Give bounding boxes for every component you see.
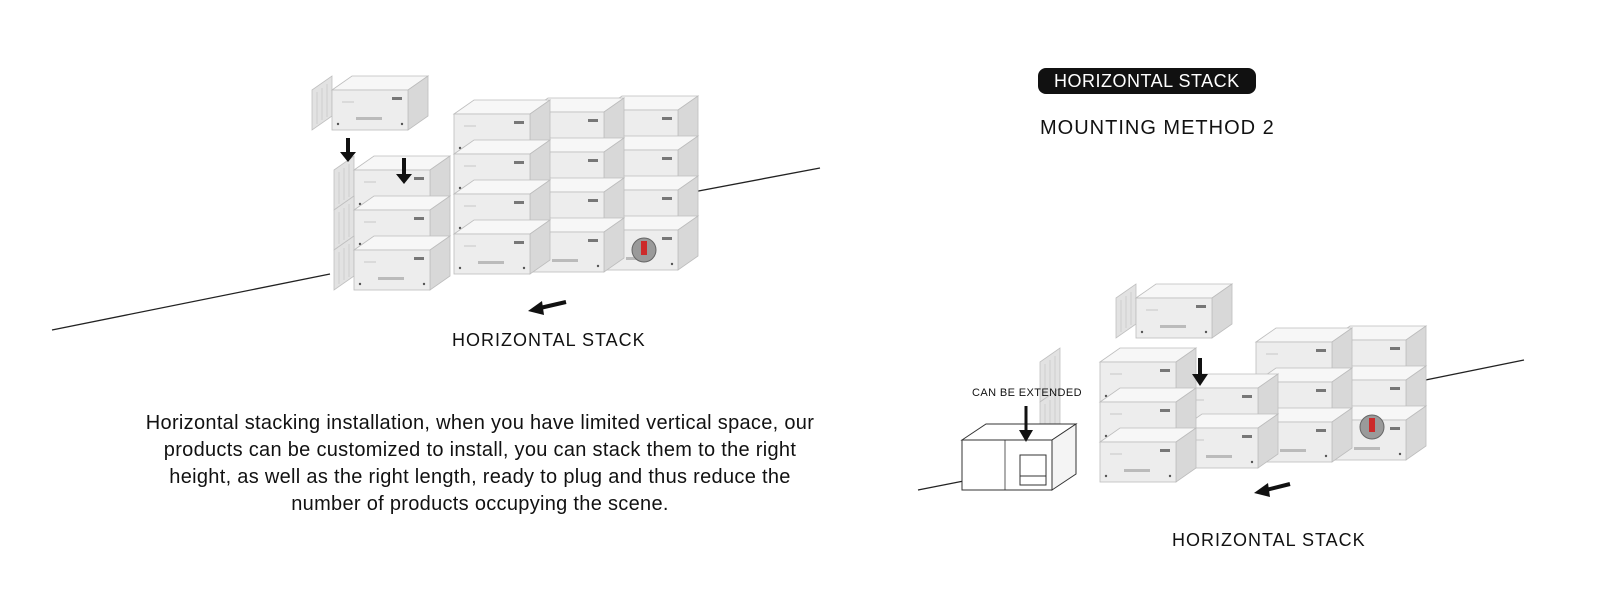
method-title: MOUNTING METHOD 2 xyxy=(1040,117,1275,139)
left-arrow-icon xyxy=(1254,482,1291,497)
breaker-switch-icon xyxy=(1359,414,1385,440)
left-arrow-icon xyxy=(528,300,567,315)
left-stack-illustration xyxy=(51,75,821,331)
right-stack-illustration xyxy=(917,283,1525,497)
method-badge: HORIZONTAL STACK xyxy=(1038,68,1256,94)
outline-module-icon xyxy=(960,423,1078,491)
down-arrow-icon xyxy=(1019,358,1208,442)
breaker-switch-icon xyxy=(631,237,657,263)
left-stack-caption: HORIZONTAL STACK xyxy=(452,330,646,350)
description-text: Horizontal stacking installation, when y… xyxy=(145,412,815,515)
down-arrow-icon xyxy=(340,138,412,184)
battery-module-icon xyxy=(1039,283,1427,483)
right-stack-caption: HORIZONTAL STACK xyxy=(1172,530,1366,550)
extension-note: CAN BE EXTENDED xyxy=(972,387,1082,399)
floor-line-left xyxy=(51,273,331,331)
